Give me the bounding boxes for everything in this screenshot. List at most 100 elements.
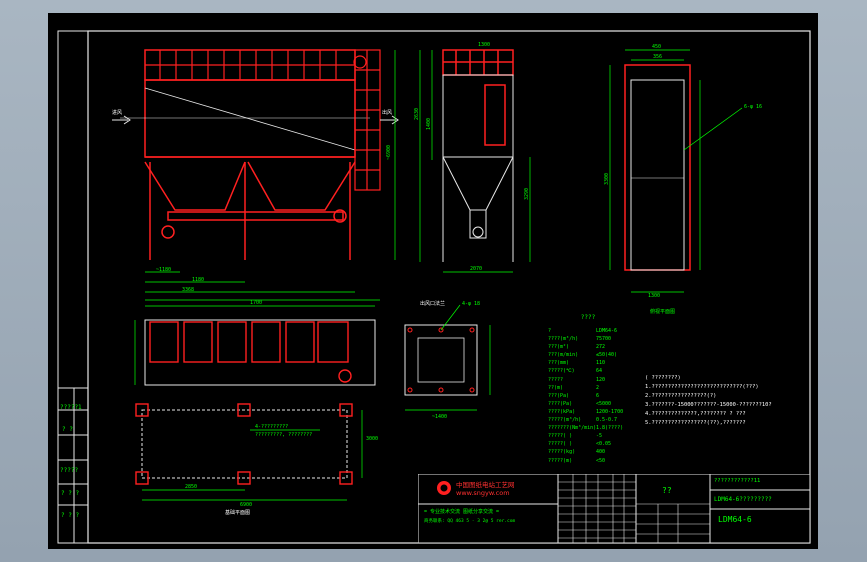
- dim-front-1: ~1180: [156, 267, 171, 273]
- spec-key: ?????(kg): [548, 449, 576, 456]
- spec-row: ???(m²) 272: [548, 343, 638, 351]
- inlet-label: 进风: [112, 109, 122, 116]
- spec-key: ???(Pa): [548, 392, 570, 399]
- company-website: www.sngyw.com: [456, 489, 510, 497]
- dim-top-h: 3300: [604, 173, 610, 185]
- spec-value: ≤50(40): [596, 352, 618, 359]
- front-elevation-view: 进风 出风 ~1180 1180 3368 ~6900: [112, 49, 399, 301]
- spec-row: ?????(m³/h) 0.5-0.7: [548, 416, 638, 424]
- spec-row: ??(m)2: [548, 384, 638, 392]
- spec-key: ???(m/min): [548, 352, 579, 359]
- dim-side-1: 1300: [478, 42, 490, 48]
- spec-value: <0.05: [596, 441, 612, 448]
- spec-row: ???(m/min) ≤50(40): [548, 351, 638, 359]
- sidebar-label-3: ?????: [60, 467, 78, 474]
- dim-top-2: 356: [653, 54, 662, 60]
- note-line: 4.??????????????,???????? ? ???: [645, 411, 746, 417]
- dim-side-h3: 3290: [524, 188, 530, 200]
- spec-value: 0.5-0.7: [596, 417, 618, 424]
- spec-row: ????(m³/h) 75700: [548, 335, 638, 343]
- spec-value: LDM64-6: [596, 328, 618, 334]
- spec-row: ?????(℃) 64: [548, 367, 638, 375]
- sidebar-label-1: ?????1: [60, 404, 82, 411]
- spec-row: ?????( ) <0.05: [548, 440, 638, 448]
- spec-row: ?????(m) <50: [548, 457, 638, 465]
- spec-row: ?????( )-5: [548, 432, 638, 440]
- dim-front-2: 1180: [192, 277, 204, 283]
- note-line: 2.?????????????????(?): [645, 393, 717, 399]
- spec-value: <50: [596, 457, 606, 464]
- dim-found-l: 2850: [185, 484, 197, 490]
- spec-row: ????(kPa) 1200-1700: [548, 408, 638, 416]
- bolt-label-top: 6-φ 16: [744, 104, 762, 110]
- spec-row: ? LDM64-6: [548, 327, 638, 335]
- spec-heading: ????: [580, 314, 596, 321]
- dim-side-h2: 1400: [426, 118, 432, 130]
- spec-key: ????(m³/h): [548, 336, 579, 343]
- left-sidebar: ?????1 ? ? ????? ? ? ? ? ? ?: [58, 387, 88, 543]
- dim-front-h: ~6900: [386, 145, 392, 160]
- foundation-plan: 6900 2850 3000 4-????????? ?????????, ??…: [135, 403, 378, 516]
- dim-found-h: 3000: [366, 436, 378, 442]
- spec-key: ????(kPa): [548, 408, 576, 415]
- spec-value: 110: [596, 360, 606, 367]
- spec-table: ???? ? LDM64-6 ????(m³/h) 75700 ???(m²) 272??…: [548, 314, 638, 465]
- spec-row: ????(Pa) <5000: [548, 400, 638, 408]
- sidebar-label-2: ? ?: [62, 426, 73, 433]
- spec-value: 400: [596, 449, 606, 456]
- foundation-caption: 基础平面图: [225, 509, 250, 516]
- dim-side-h1: 2630: [414, 108, 420, 120]
- spec-value: <5000: [596, 400, 612, 407]
- notes-block: ( ????????)1.???????????????????????????…: [645, 374, 815, 428]
- dim-top-1: 450: [652, 44, 661, 50]
- company-name: 中国图纸电站工艺网: [456, 481, 515, 489]
- spec-key: ?????(m): [548, 457, 573, 464]
- plan-view: 1700: [134, 300, 376, 386]
- spec-key: ????(Pa): [548, 400, 573, 407]
- dim-side-w: 2070: [470, 266, 482, 272]
- title-block-grid: [418, 474, 810, 543]
- top-plan-view: 450 356 3300 1300 6-φ 16 俯视平面图: [604, 44, 762, 315]
- spec-value: -5: [596, 433, 603, 440]
- spec-key: ?????(m³/h): [548, 417, 582, 424]
- outer-frame: [57, 30, 811, 544]
- note-line: 3.???????-15000???????-15000-???????10?: [645, 402, 772, 408]
- note-line: 1.????????????????????????????(???): [645, 384, 759, 390]
- spec-value: 120: [596, 376, 606, 383]
- inner-frame: [87, 30, 811, 544]
- dim-plan-w: 1700: [250, 300, 262, 306]
- spec-rows: ?LDM64-6????(m³/h)75700???(m²)272???(m/m…: [548, 327, 638, 465]
- drawing-designation: ????????????11: [714, 478, 761, 484]
- spec-value: 6: [596, 392, 600, 399]
- foundation-note-a: 4-?????????: [255, 424, 288, 430]
- sidebar-label-4: ? ? ?: [61, 490, 79, 497]
- spec-row: ?????(kg) 400: [548, 448, 638, 456]
- spec-key: ?????( ): [548, 441, 573, 448]
- drawing-title: ??: [662, 486, 672, 495]
- spec-value: 272: [596, 344, 606, 351]
- spec-value: 75700: [596, 336, 612, 343]
- sidebar-label-5: ? ? ?: [61, 512, 79, 519]
- spec-row: ???(Pa) 6: [548, 392, 638, 400]
- side-elevation-view: 2630 1400 3290 2070 1300: [414, 42, 531, 273]
- spec-row: ?????120: [548, 376, 638, 384]
- top-view-caption: 俯视平面图: [650, 308, 675, 315]
- spec-key: ???????(Nm³/min): [548, 425, 596, 432]
- note-line: 5.?????????????????(??),???????: [645, 420, 746, 426]
- spec-key: ???(mm): [548, 360, 570, 367]
- dim-plan-h: ~1400: [432, 414, 447, 420]
- spec-row: ???(mm) 110: [548, 359, 638, 367]
- title-block: 中国图纸电站工艺网 www.sngyw.com = 专业技术交流 图纸分享交流 …: [418, 474, 810, 543]
- bolt-label-flange: 4-φ 18: [462, 301, 480, 307]
- spec-row: ???????(Nm³/min)1.8(????): [548, 424, 638, 432]
- spec-value: 1200-1700: [596, 408, 624, 415]
- spec-key: ?: [548, 328, 552, 334]
- spec-key: ?????(℃): [548, 368, 575, 375]
- spec-value: 64: [596, 368, 603, 375]
- outlet-label: 出风: [382, 109, 392, 116]
- spec-key: ???(m²): [548, 344, 570, 351]
- notes-lines: ( ????????)1.???????????????????????????…: [645, 374, 815, 428]
- dim-front-3: 3368: [182, 287, 194, 293]
